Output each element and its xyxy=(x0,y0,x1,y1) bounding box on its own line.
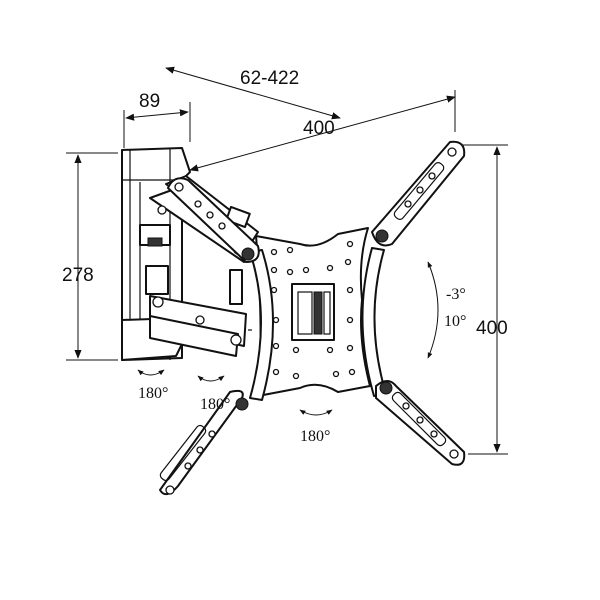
dimension-wall-plate-depth: 89 xyxy=(123,91,191,148)
swivel-wall-joint: 180° xyxy=(137,369,168,402)
swivel-arm-joint-label: 180° xyxy=(200,396,230,413)
vesa-head-plate xyxy=(255,227,371,397)
vertical-vesa-label: 400 xyxy=(476,318,508,339)
wall-plate-height-label: 278 xyxy=(62,265,94,286)
dimension-vertical-vesa: 400 xyxy=(462,144,508,455)
mounting-holes xyxy=(270,240,356,380)
swivel-arm-joint: 180° xyxy=(197,375,230,413)
adapter-bracket-bottom-right xyxy=(375,380,466,466)
tilt-indicator: -3° 10° xyxy=(427,261,466,359)
tilt-up-label: -3° xyxy=(446,286,466,303)
swivel-wall-joint-label: 180° xyxy=(138,385,168,402)
adapter-bracket-top-right xyxy=(371,140,466,247)
horizontal-vesa-label: 400 xyxy=(303,118,335,139)
swivel-head-rotation-label: 180° xyxy=(300,428,330,445)
arm-extension-label: 62-422 xyxy=(240,68,299,89)
adapter-bracket-bottom-left xyxy=(159,389,249,496)
wall-plate-depth-label: 89 xyxy=(139,91,160,112)
dimension-wall-plate-height: 278 xyxy=(62,152,118,361)
dimension-arm-extension: 62-422 xyxy=(165,66,341,120)
adapter-bracket-top-left xyxy=(167,177,260,263)
dimension-horizontal-vesa: 400 xyxy=(189,90,456,172)
tilt-down-label: 10° xyxy=(444,313,466,330)
swivel-head-rotation: 180° xyxy=(299,409,333,445)
